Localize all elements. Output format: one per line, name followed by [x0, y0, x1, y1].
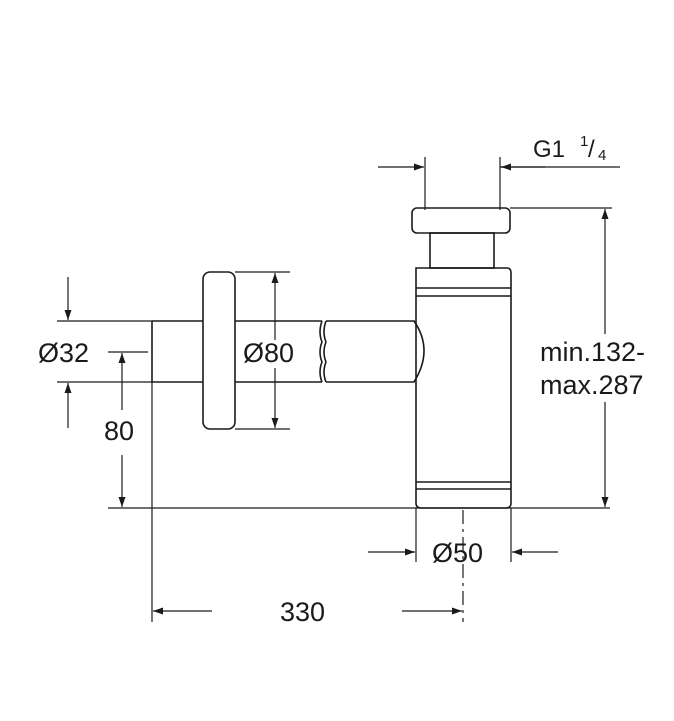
tailpiece	[429, 232, 495, 269]
dimension-label-body-diameter: Ø50	[432, 538, 483, 568]
siphon-body	[415, 267, 512, 509]
thread-sep-label: /	[588, 136, 595, 163]
dimension-label-pipe-diameter: Ø32	[38, 338, 89, 368]
dimension-label-rosette-diameter: Ø80	[243, 338, 294, 368]
top-nut	[411, 207, 511, 234]
dimension-label-height-range-min: min.132-	[540, 337, 645, 367]
dimension-label-height-range-max: max.287	[540, 370, 644, 400]
dimension-label-wall-distance: 330	[280, 597, 325, 627]
thread-main-label: G1	[533, 136, 565, 163]
horizontal-pipe	[151, 320, 425, 383]
wall-rosette	[202, 271, 236, 430]
siphon-outline	[151, 207, 512, 509]
pipe-break-mark	[319, 320, 327, 383]
dimension-lines	[57, 157, 620, 622]
thread-den-label: 4	[598, 147, 606, 164]
dimension-label-height: 80	[104, 416, 134, 446]
thread-num-label: 1	[580, 133, 588, 150]
dimension-label-thread: G1 1 / 4	[533, 133, 606, 164]
